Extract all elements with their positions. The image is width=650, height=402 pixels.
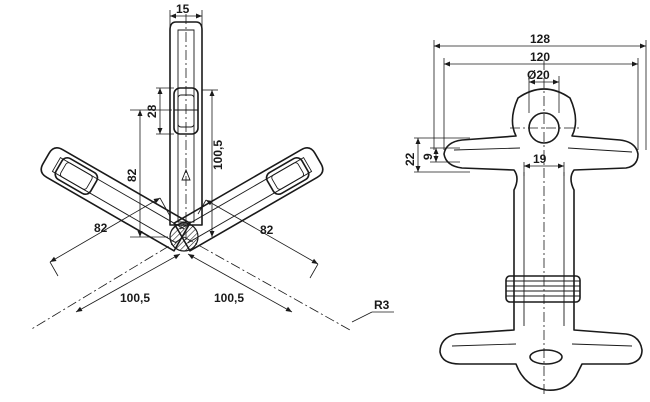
label-9: 9	[421, 153, 435, 160]
label-100-5-left: 100,5	[120, 291, 150, 305]
winding-band	[505, 275, 581, 303]
dim-inner-width: 120	[443, 50, 639, 150]
label-28: 28	[145, 104, 159, 118]
dim-hole-diameter: Ø20	[527, 68, 560, 113]
dim-overall-width: 128	[433, 32, 647, 150]
label-r3: R3	[374, 298, 390, 312]
label-15: 15	[176, 2, 190, 16]
bottom-hole	[529, 349, 563, 365]
label-120: 120	[530, 50, 550, 64]
right-arm	[40, 147, 191, 252]
dim-slot-length: 28	[145, 87, 174, 135]
label-d20: Ø20	[527, 68, 550, 82]
dim-right-arm-82: 82	[197, 199, 319, 279]
dim-radius-tip: R3	[351, 298, 394, 323]
dim-center-offset: 82	[125, 109, 172, 238]
dim-left-arm-82: 82	[49, 197, 171, 277]
dim-height-22: 22	[403, 137, 470, 173]
label-82-right: 82	[260, 223, 274, 237]
t-part-outline	[439, 88, 643, 392]
label-82-vertical: 82	[125, 168, 139, 182]
dim-vertical-arm-length: 100,5	[202, 89, 225, 237]
dim-right-arm-100-5: 100,5	[187, 253, 293, 313]
label-19: 19	[533, 152, 547, 166]
label-82-left: 82	[94, 221, 108, 235]
left-view-spider: 15 28 100,5 82	[29, 2, 394, 331]
dim-height-9: 9	[421, 147, 460, 163]
label-100-5-vertical: 100,5	[211, 140, 225, 170]
label-128: 128	[530, 32, 550, 46]
dim-left-arm-100-5: 100,5	[75, 253, 181, 313]
dim-stem-width: 19	[523, 152, 565, 176]
left-arm	[173, 147, 324, 252]
dim-width-top: 15	[169, 2, 203, 28]
right-view-t-part: 128 120 Ø20 22	[403, 32, 647, 395]
label-22: 22	[403, 152, 417, 166]
label-100-5-right: 100,5	[214, 291, 244, 305]
